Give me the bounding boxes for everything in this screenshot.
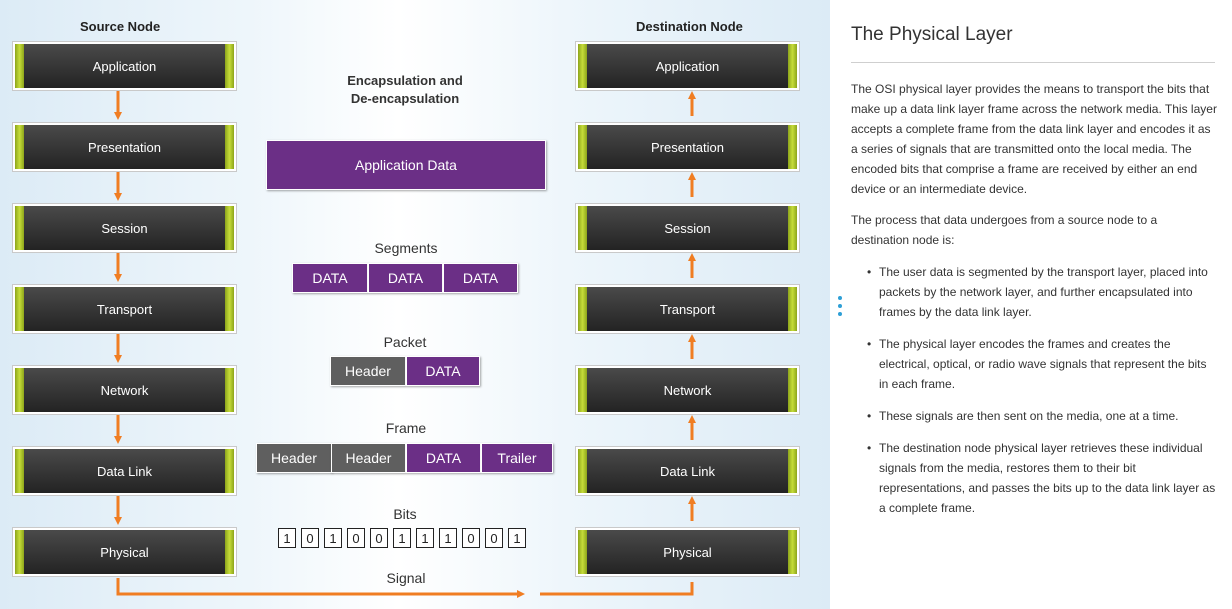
segment-data-3: DATA: [443, 263, 518, 293]
panel-bullet-2: The physical layer encodes the frames an…: [867, 334, 1217, 394]
bit: 0: [347, 528, 365, 548]
panel-paragraph-2: The process that data undergoes from a s…: [851, 213, 1158, 247]
layer-label: Transport: [96, 301, 153, 317]
signal-label: Signal: [386, 570, 426, 586]
bit: 1: [324, 528, 342, 548]
dest-layer-presentation: Presentation: [575, 122, 800, 172]
source-layer-data-link: Data Link: [12, 446, 237, 496]
encapsulation-title: Encapsulation and De-encapsulation: [305, 72, 505, 108]
layer-label: Network: [663, 382, 712, 398]
layer-label: Physical: [100, 544, 149, 560]
signal-arrow-right: [540, 582, 694, 596]
layer-label: Presentation: [88, 139, 161, 155]
bit: 0: [301, 528, 319, 548]
panel-paragraph-1: The OSI physical layer provides the mean…: [851, 82, 1217, 196]
bit: 1: [508, 528, 526, 548]
dest-layer-network: Network: [575, 365, 800, 415]
layer-label: Physical: [663, 544, 712, 560]
layer-label: Transport: [659, 301, 716, 317]
source-node-title: Source Node: [80, 19, 161, 34]
packet-data: DATA: [406, 356, 480, 386]
source-layer-presentation: Presentation: [12, 122, 237, 172]
bit: 0: [485, 528, 503, 548]
source-layer-transport: Transport: [12, 284, 237, 334]
layer-label: Presentation: [651, 139, 724, 155]
panel-bullet-1: The user data is segmented by the transp…: [867, 262, 1217, 322]
panel-divider: [851, 62, 1215, 63]
bit: 1: [416, 528, 434, 548]
signal-arrow-left: [116, 578, 525, 598]
encapsulation-title-line2: De-encapsulation: [350, 91, 460, 106]
destination-node-title: Destination Node: [636, 19, 743, 34]
layer-label: Application: [92, 58, 157, 74]
bit: 1: [278, 528, 296, 548]
dest-layer-data-link: Data Link: [575, 446, 800, 496]
bit: 1: [439, 528, 457, 548]
dest-layer-physical: Physical: [575, 527, 800, 577]
arrows-layer: [114, 91, 696, 598]
more-options-icon[interactable]: [838, 296, 844, 320]
layer-label: Network: [100, 382, 149, 398]
packet-label: Packet: [383, 334, 427, 350]
source-layer-physical: Physical: [12, 527, 237, 577]
layer-label: Session: [101, 220, 148, 236]
dest-layer-application: Application: [575, 41, 800, 91]
application-data-box: Application Data: [266, 140, 546, 190]
dest-layer-session: Session: [575, 203, 800, 253]
segments-label: Segments: [374, 240, 438, 256]
encapsulation-title-line1: Encapsulation and: [347, 73, 463, 88]
bits-label: Bits: [393, 506, 417, 522]
frame-header-1: Header: [256, 443, 332, 473]
content-panel: The Physical Layer The OSI physical laye…: [830, 0, 1232, 609]
bit: 0: [370, 528, 388, 548]
panel-title: The Physical Layer: [851, 24, 1013, 45]
frame-header-2: Header: [331, 443, 406, 473]
layer-label: Data Link: [660, 463, 715, 479]
layer-label: Data Link: [97, 463, 152, 479]
source-layer-session: Session: [12, 203, 237, 253]
segment-data-2: DATA: [368, 263, 443, 293]
panel-bullet-4: The destination node physical layer retr…: [867, 438, 1217, 518]
layer-label: Session: [664, 220, 711, 236]
frame-trailer: Trailer: [481, 443, 553, 473]
segment-data-1: DATA: [292, 263, 368, 293]
bit: 1: [393, 528, 411, 548]
bit: 0: [462, 528, 480, 548]
source-layer-network: Network: [12, 365, 237, 415]
layer-label: Application: [655, 58, 720, 74]
source-layer-application: Application: [12, 41, 237, 91]
dest-layer-transport: Transport: [575, 284, 800, 334]
frame-label: Frame: [385, 420, 427, 436]
osi-diagram: Source Node Destination Node Application…: [0, 0, 830, 609]
packet-header: Header: [330, 356, 406, 386]
panel-bullet-3: These signals are then sent on the media…: [867, 406, 1217, 426]
frame-data: DATA: [406, 443, 481, 473]
